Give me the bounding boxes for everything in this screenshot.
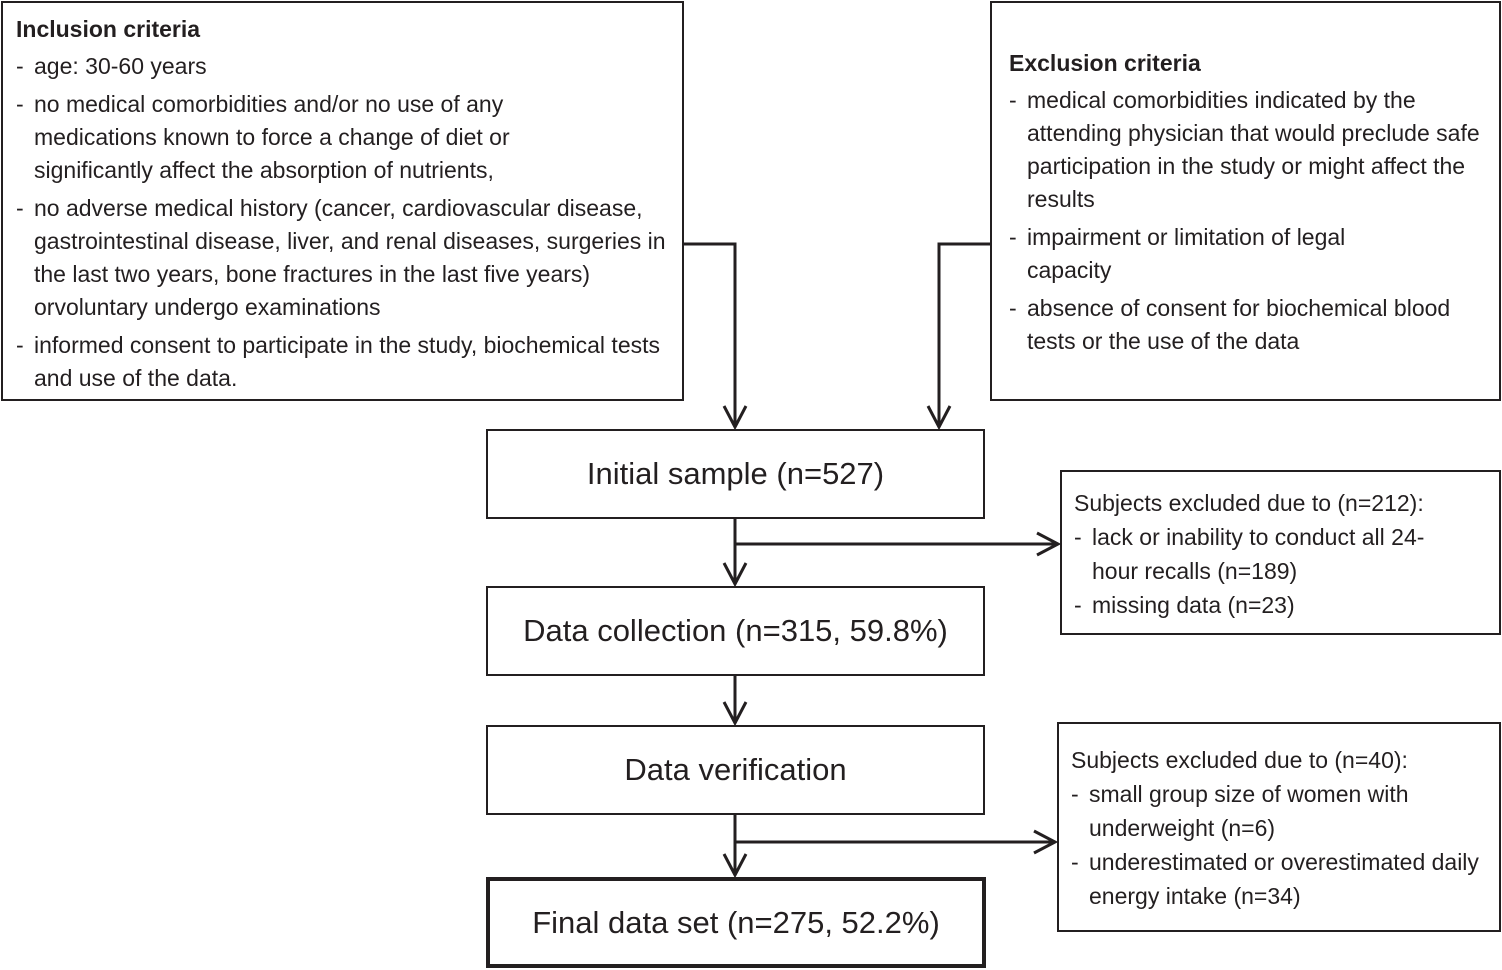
excluded-subjects-box-1: Subjects excluded due to (n=212): lack o… <box>1060 470 1501 635</box>
excluded-item: underestimated or overestimated daily en… <box>1071 845 1487 913</box>
arrowhead-excluded-1 <box>1036 531 1062 557</box>
arrowhead-verification <box>722 701 748 727</box>
excluded-item: small group size of women with underweig… <box>1071 777 1487 845</box>
final-data-set-box: Final data set (n=275, 52.2%) <box>486 877 986 968</box>
inclusion-criteria-title: Inclusion criteria <box>16 16 201 42</box>
arrowhead-inclusion <box>722 405 748 431</box>
exclusion-criteria-list: medical comorbidities indicated by the a… <box>1009 84 1489 358</box>
initial-sample-label: Initial sample (n=527) <box>586 456 885 491</box>
exclusion-item: impairment or limitation of legal capaci… <box>1009 221 1489 287</box>
exclusion-criteria-box: Exclusion criteria medical comorbidities… <box>990 1 1501 401</box>
excluded-item: lack or inability to conduct all 24-hour… <box>1074 520 1487 588</box>
inclusion-criteria-list: age: 30-60 years no medical comorbiditie… <box>16 50 672 395</box>
exclusion-item: medical comorbidities indicated by the a… <box>1009 84 1489 216</box>
arrow-inclusion-to-initial <box>684 242 737 426</box>
final-data-set-label: Final data set (n=275, 52.2%) <box>532 904 940 940</box>
excluded-item: missing data (n=23) <box>1074 588 1487 622</box>
initial-sample-box: Initial sample (n=527) <box>486 429 985 519</box>
arrowhead-final <box>722 853 748 879</box>
arrowhead-collection <box>722 562 748 588</box>
excluded-subjects-title-2: Subjects excluded due to (n=40): <box>1071 747 1408 773</box>
excluded-subjects-list-2: small group size of women with underweig… <box>1071 777 1487 913</box>
inclusion-item: no medical comorbidities and/or no use o… <box>16 88 672 187</box>
inclusion-item: age: 30-60 years <box>16 50 672 83</box>
inclusion-item: informed consent to participate in the s… <box>16 329 672 395</box>
excluded-subjects-list-1: lack or inability to conduct all 24-hour… <box>1074 520 1487 622</box>
exclusion-item: absence of consent for biochemical blood… <box>1009 292 1489 358</box>
arrowhead-exclusion <box>926 405 952 431</box>
data-collection-label: Data collection (n=315, 59.8%) <box>523 613 948 648</box>
data-verification-box: Data verification <box>486 725 985 815</box>
arrow-exclusion-to-initial <box>937 242 990 426</box>
excluded-subjects-title-1: Subjects excluded due to (n=212): <box>1074 490 1424 516</box>
inclusion-item: no adverse medical history (cancer, card… <box>16 192 672 324</box>
inclusion-criteria-box: Inclusion criteria age: 30-60 years no m… <box>1 1 684 401</box>
exclusion-criteria-title: Exclusion criteria <box>1009 50 1201 76</box>
arrowhead-excluded-2 <box>1033 829 1059 855</box>
excluded-subjects-box-2: Subjects excluded due to (n=40): small g… <box>1057 722 1501 932</box>
data-collection-box: Data collection (n=315, 59.8%) <box>486 586 985 676</box>
data-verification-label: Data verification <box>624 752 847 787</box>
